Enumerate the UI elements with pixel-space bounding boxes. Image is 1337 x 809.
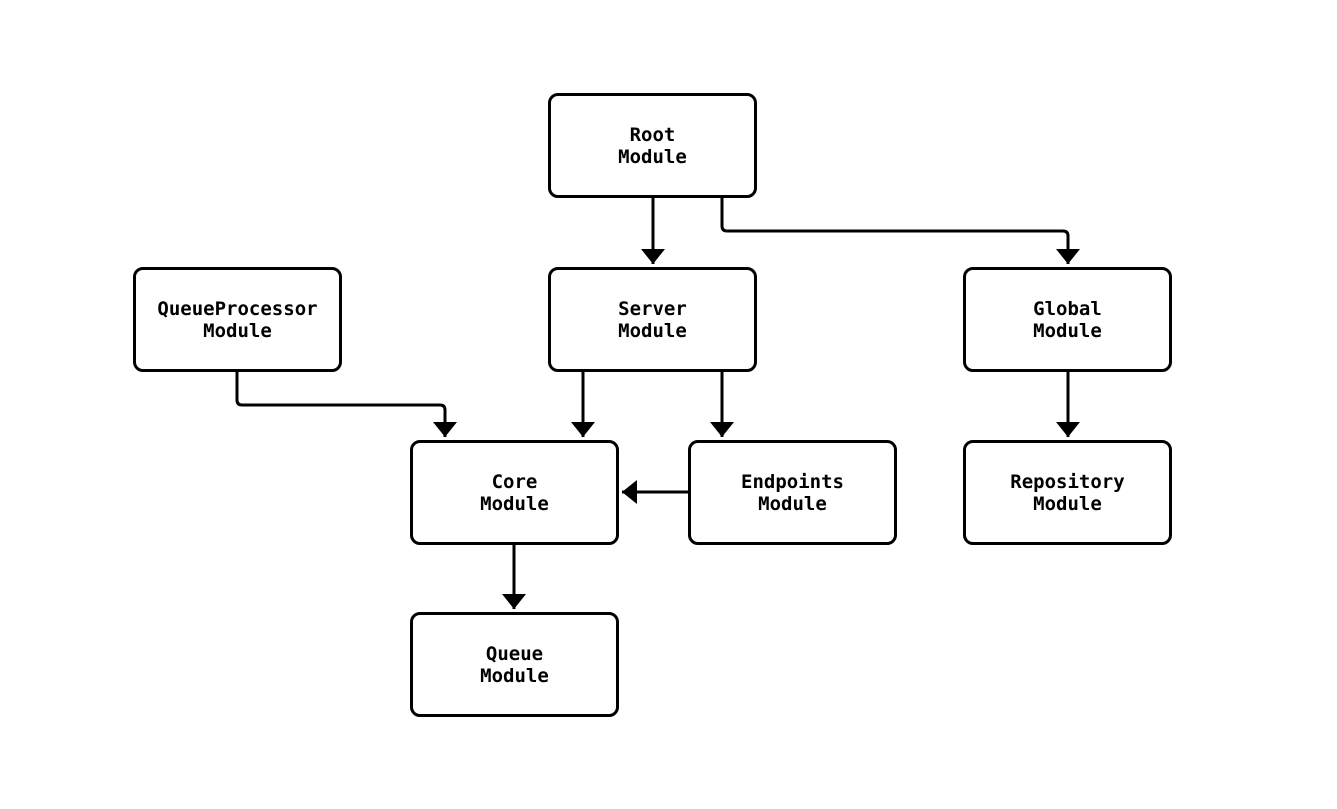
node-label-line2: Module — [203, 319, 272, 342]
node-global-module: Global Module — [963, 267, 1172, 372]
node-label-line2: Module — [480, 664, 549, 687]
node-label-line1: Global — [1033, 297, 1102, 320]
node-endpoints-module: Endpoints Module — [688, 440, 897, 545]
node-core-module: Core Module — [410, 440, 619, 545]
node-label-line2: Module — [758, 492, 827, 515]
node-label-line1: Core — [491, 470, 538, 493]
node-root-module: Root Module — [548, 93, 757, 198]
node-repository-module: Repository Module — [963, 440, 1172, 545]
node-label-line1: Queue — [485, 642, 544, 665]
edge-queueprocessor-to-core — [235, 372, 457, 437]
node-label-line1: Root — [629, 123, 676, 146]
node-label-line1: Server — [618, 297, 687, 320]
node-label-line2: Module — [480, 492, 549, 515]
node-label-line1: Endpoints — [741, 470, 844, 493]
node-label-line2: Module — [618, 145, 687, 168]
node-label-line1: QueueProcessor — [157, 297, 318, 320]
node-label-line1: Repository — [1010, 470, 1125, 493]
node-label-line2: Module — [1033, 492, 1102, 515]
node-server-module: Server Module — [548, 267, 757, 372]
node-queueprocessor-module: QueueProcessor Module — [133, 267, 342, 372]
node-queue-module: Queue Module — [410, 612, 619, 717]
edge-root-to-global — [720, 198, 1080, 264]
node-label-line2: Module — [618, 319, 687, 342]
node-label-line2: Module — [1033, 319, 1102, 342]
